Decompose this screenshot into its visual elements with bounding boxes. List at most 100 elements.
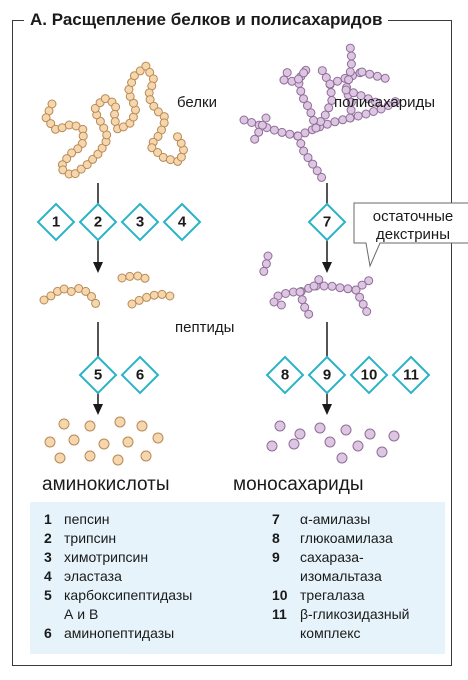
- sugar-bead: [372, 71, 382, 81]
- legend-number: 8: [272, 530, 280, 546]
- sugar-bead: [306, 108, 316, 118]
- protein-bead: [46, 119, 56, 129]
- sugar-bead: [356, 91, 366, 101]
- protein-bead: [135, 66, 145, 76]
- legend-enzyme-name: сахараза- изомальтаза: [300, 549, 382, 584]
- sugar-bead: [254, 127, 264, 137]
- sugar-bead: [285, 129, 295, 139]
- protein-bead: [153, 148, 163, 157]
- legend-number: 7: [272, 511, 280, 527]
- enzyme-marker-2: 2: [78, 202, 118, 242]
- dextrin-bead: [335, 283, 345, 293]
- sugar-bead: [303, 153, 313, 163]
- sugar-bead: [277, 127, 287, 137]
- enzyme-marker-11: 11: [391, 355, 431, 395]
- enzyme-marker-7: 7: [307, 202, 347, 242]
- dextrin-bead: [304, 309, 314, 319]
- protein-bead: [67, 148, 77, 158]
- enzyme-marker-4: 4: [162, 202, 202, 242]
- amino-acid-bead: [114, 416, 126, 428]
- dextrin-bead: [276, 300, 286, 310]
- dextrins-callout: [353, 202, 468, 268]
- label-proteins: белки: [177, 94, 217, 111]
- sugar-bead: [345, 113, 355, 123]
- legend-number: 6: [44, 625, 52, 641]
- enzyme-number: 11: [403, 367, 419, 384]
- protein-bead: [58, 165, 68, 175]
- sugar-bead: [293, 131, 303, 141]
- enzyme-marker-3: 3: [120, 202, 160, 242]
- legend-carbohydrate-enzymes: 7 α-амилазы 8 глюкоамилаза 9 сахараза- изомал…: [272, 510, 444, 643]
- legend-enzyme-name: трипсин: [64, 530, 117, 546]
- label-peptides: пептиды: [175, 319, 234, 336]
- protein-bead: [76, 164, 86, 174]
- enzyme-number: 6: [136, 367, 144, 384]
- dextrin-bead: [364, 276, 374, 286]
- amino-acid-bead: [112, 454, 124, 466]
- peptide-bead: [87, 292, 96, 301]
- legend-item: 6 аминопептидазы: [44, 624, 254, 643]
- protein-bead: [41, 113, 51, 123]
- legend-enzyme-name: глюкоамилаза: [300, 530, 393, 546]
- enzyme-marker-8: 8: [265, 355, 305, 395]
- legend-number: 10: [272, 587, 288, 603]
- sugar-bead: [357, 67, 367, 77]
- enzyme-number: 1: [52, 214, 60, 231]
- dextrin-bead: [351, 285, 361, 295]
- protein-bead: [93, 149, 103, 159]
- label-amino-acids: аминокислоты: [42, 474, 170, 495]
- enzyme-number: 8: [281, 367, 289, 384]
- dextrin-fragments: [259, 251, 374, 319]
- monosaccharide-bead: [340, 424, 352, 436]
- enzyme-number: 5: [94, 367, 102, 384]
- legend-item: 9 сахараза- изомальтаза: [272, 548, 444, 586]
- label-polysaccharides: полисахариды: [334, 94, 435, 111]
- legend-enzyme-name: α-амилазы: [300, 511, 371, 527]
- protein-bead: [149, 101, 159, 111]
- sugar-bead: [317, 66, 327, 76]
- sugar-bead: [346, 51, 356, 61]
- peptide-bead: [140, 273, 150, 283]
- monosaccharide-bead: [388, 430, 400, 442]
- sugar-bead: [338, 115, 348, 125]
- monosaccharide-bead: [352, 440, 364, 452]
- monosaccharide-beads: [266, 420, 400, 464]
- sugar-bead: [239, 115, 249, 125]
- enzyme-marker-5: 5: [78, 355, 118, 395]
- sugar-bead: [311, 123, 321, 133]
- label-monosaccharides: моносахариды: [233, 474, 364, 495]
- protein-bead: [145, 95, 155, 105]
- dextrin-bead: [314, 275, 324, 285]
- protein-bead: [82, 160, 92, 170]
- protein-bead: [153, 107, 163, 117]
- protein-bead: [165, 155, 175, 165]
- enzyme-number: 9: [323, 367, 331, 384]
- enzyme-diamond: [349, 355, 389, 395]
- legend-number: 11: [272, 606, 287, 622]
- monosaccharide-bead: [314, 422, 326, 434]
- sugar-bead: [390, 97, 400, 107]
- legend-number: 9: [272, 549, 280, 565]
- legend-number: 5: [44, 587, 52, 603]
- sugar-bead: [299, 146, 309, 156]
- legend-enzyme-name: аминопептидазы: [64, 625, 175, 641]
- dextrin-bead: [362, 307, 372, 316]
- protein-bead: [147, 143, 157, 153]
- legend-item: 8 глюкоамилаза: [272, 529, 444, 548]
- legend-item: 7 α-амилазы: [272, 510, 444, 529]
- legend-number: 3: [44, 549, 52, 565]
- amino-acid-bead: [98, 438, 110, 450]
- enzyme-diamond: [78, 355, 118, 395]
- dextrin-bead: [261, 259, 271, 269]
- protein-bead: [129, 71, 139, 81]
- sugar-bead: [296, 139, 306, 148]
- enzyme-diamond: [36, 202, 76, 242]
- protein-bead: [153, 131, 163, 141]
- dextrin-bead: [295, 287, 305, 297]
- legend-enzyme-name: пепсин: [64, 511, 110, 527]
